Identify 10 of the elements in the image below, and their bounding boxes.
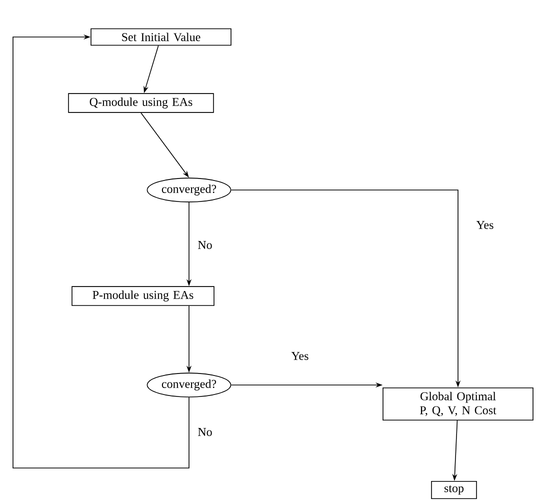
edge-label: No xyxy=(196,427,214,437)
process-box: Q-module using EAs xyxy=(68,93,214,113)
process-box: P-module using EAs xyxy=(72,286,214,306)
edge-label: Yes xyxy=(290,351,310,361)
process-box: stop xyxy=(431,480,477,500)
edge-label: Yes xyxy=(475,220,495,230)
edge-label: No xyxy=(196,240,214,250)
process-box: Global Optimal P, Q, V, N Cost xyxy=(382,387,534,421)
arrow xyxy=(12,34,190,468)
process-box: Set Initial Value xyxy=(90,28,232,46)
